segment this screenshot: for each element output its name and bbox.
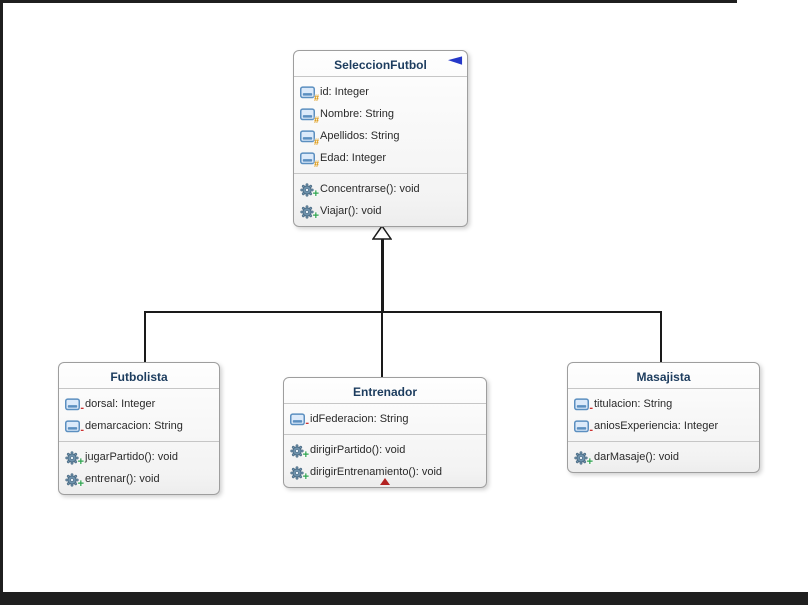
- method-text: Viajar(): void: [320, 205, 382, 217]
- attribute-text: aniosExperiencia: Integer: [594, 420, 719, 432]
- attribute-text: Nombre: String: [320, 108, 394, 120]
- operation-public-icon: +: [290, 443, 309, 460]
- class-seleccionfutbol[interactable]: SeleccionFutbol # id: Integer # Nombre: …: [293, 50, 468, 227]
- attribute-text: Apellidos: String: [320, 130, 400, 142]
- operation-public-icon: +: [65, 472, 84, 489]
- collapse-arrow-icon[interactable]: [448, 56, 463, 66]
- attribute-text: titulacion: String: [594, 398, 673, 410]
- class-title: Masajista: [636, 370, 691, 384]
- operations-compartment: + jugarPartido(): void + entrenar(): voi…: [59, 441, 219, 494]
- window-frame-bottom: [0, 592, 808, 605]
- overflow-warning-icon[interactable]: [379, 477, 391, 486]
- field-protected-icon: #: [300, 85, 319, 102]
- visibility-public-glyph: +: [312, 187, 319, 200]
- attribute-row: # Apellidos: String: [294, 125, 467, 147]
- operation-public-icon: +: [574, 450, 593, 467]
- visibility-public-glyph: +: [586, 455, 593, 468]
- visibility-private-glyph: -: [305, 416, 309, 429]
- attribute-text: dorsal: Integer: [85, 398, 156, 410]
- attribute-row: - aniosExperiencia: Integer: [568, 415, 759, 437]
- edge-to-entrenador: [381, 311, 383, 377]
- operations-compartment: + dirigirPartido(): void + dirigirEntren…: [284, 434, 486, 487]
- operation-public-icon: +: [65, 450, 84, 467]
- visibility-private-glyph: -: [589, 423, 593, 436]
- attribute-row: - dorsal: Integer: [59, 393, 219, 415]
- attribute-row: # id: Integer: [294, 81, 467, 103]
- method-row: + dirigirEntrenamiento(): void: [284, 461, 486, 483]
- attribute-row: # Nombre: String: [294, 103, 467, 125]
- visibility-private-glyph: -: [80, 401, 84, 414]
- visibility-public-glyph: +: [302, 448, 309, 461]
- method-row: + Viajar(): void: [294, 200, 467, 222]
- method-text: dirigirPartido(): void: [310, 444, 406, 456]
- attribute-text: id: Integer: [320, 86, 369, 98]
- field-private-icon: -: [65, 397, 84, 413]
- field-protected-icon: #: [300, 151, 319, 168]
- attribute-text: idFederacion: String: [310, 413, 409, 425]
- visibility-protected-glyph: #: [313, 158, 319, 169]
- method-row: + Concentrarse(): void: [294, 178, 467, 200]
- field-private-icon: -: [290, 412, 309, 428]
- visibility-protected-glyph: #: [313, 136, 319, 147]
- method-row: + entrenar(): void: [59, 468, 219, 490]
- visibility-protected-glyph: #: [313, 114, 319, 125]
- attributes-compartment: # id: Integer # Nombre: String # Apellid…: [294, 77, 467, 173]
- operation-public-icon: +: [300, 204, 319, 221]
- field-private-icon: -: [574, 397, 593, 413]
- method-text: entrenar(): void: [85, 473, 160, 485]
- field-private-icon: -: [574, 419, 593, 435]
- attribute-row: - idFederacion: String: [284, 408, 486, 430]
- method-row: + dirigirPartido(): void: [284, 439, 486, 461]
- attributes-compartment: - idFederacion: String: [284, 404, 486, 434]
- attribute-row: # Edad: Integer: [294, 147, 467, 169]
- visibility-public-glyph: +: [302, 470, 309, 483]
- generalization-trunk-line: [381, 239, 384, 312]
- visibility-public-glyph: +: [77, 477, 84, 490]
- method-row: + darMasaje(): void: [568, 446, 759, 468]
- attribute-text: Edad: Integer: [320, 152, 387, 164]
- operation-public-icon: +: [290, 465, 309, 482]
- class-masajista[interactable]: Masajista - titulacion: String - aniosEx…: [567, 362, 760, 473]
- method-text: Concentrarse(): void: [320, 183, 420, 195]
- generalization-bus-line: [144, 311, 662, 313]
- window-frame-top: [0, 0, 737, 3]
- class-futbolista[interactable]: Futbolista - dorsal: Integer - demarcaci…: [58, 362, 220, 495]
- visibility-public-glyph: +: [77, 455, 84, 468]
- field-private-icon: -: [65, 419, 84, 435]
- class-entrenador[interactable]: Entrenador - idFederacion: String + diri…: [283, 377, 487, 488]
- operations-compartment: + darMasaje(): void: [568, 441, 759, 472]
- generalization-arrowhead-icon: [372, 225, 392, 240]
- visibility-private-glyph: -: [589, 401, 593, 414]
- class-title: Entrenador: [352, 385, 417, 399]
- method-text: darMasaje(): void: [594, 451, 679, 463]
- operation-public-icon: +: [300, 182, 319, 199]
- field-protected-icon: #: [300, 129, 319, 146]
- method-text: dirigirEntrenamiento(): void: [310, 466, 443, 478]
- class-title: Futbolista: [110, 370, 168, 384]
- attribute-row: - titulacion: String: [568, 393, 759, 415]
- attribute-row: - demarcacion: String: [59, 415, 219, 437]
- attributes-compartment: - dorsal: Integer - demarcacion: String: [59, 389, 219, 441]
- window-frame-left: [0, 0, 3, 605]
- visibility-protected-glyph: #: [313, 92, 319, 103]
- visibility-public-glyph: +: [312, 209, 319, 222]
- operations-compartment: + Concentrarse(): void + Viajar(): void: [294, 173, 467, 226]
- edge-to-masajista: [660, 311, 662, 362]
- attributes-compartment: - titulacion: String - aniosExperiencia:…: [568, 389, 759, 441]
- method-row: + jugarPartido(): void: [59, 446, 219, 468]
- class-title: SeleccionFutbol: [334, 58, 427, 72]
- method-text: jugarPartido(): void: [85, 451, 178, 463]
- visibility-private-glyph: -: [80, 423, 84, 436]
- edge-to-futbolista: [144, 311, 146, 362]
- field-protected-icon: #: [300, 107, 319, 124]
- attribute-text: demarcacion: String: [85, 420, 183, 432]
